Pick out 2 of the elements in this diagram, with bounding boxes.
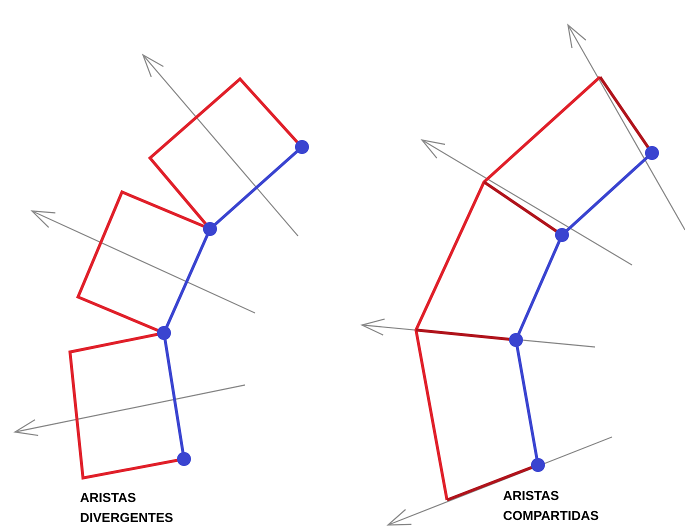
caption-text: ARISTAS DIVERGENTES [80,489,174,527]
caption-text: ARISTAS COMPARTIDAS [503,487,600,525]
